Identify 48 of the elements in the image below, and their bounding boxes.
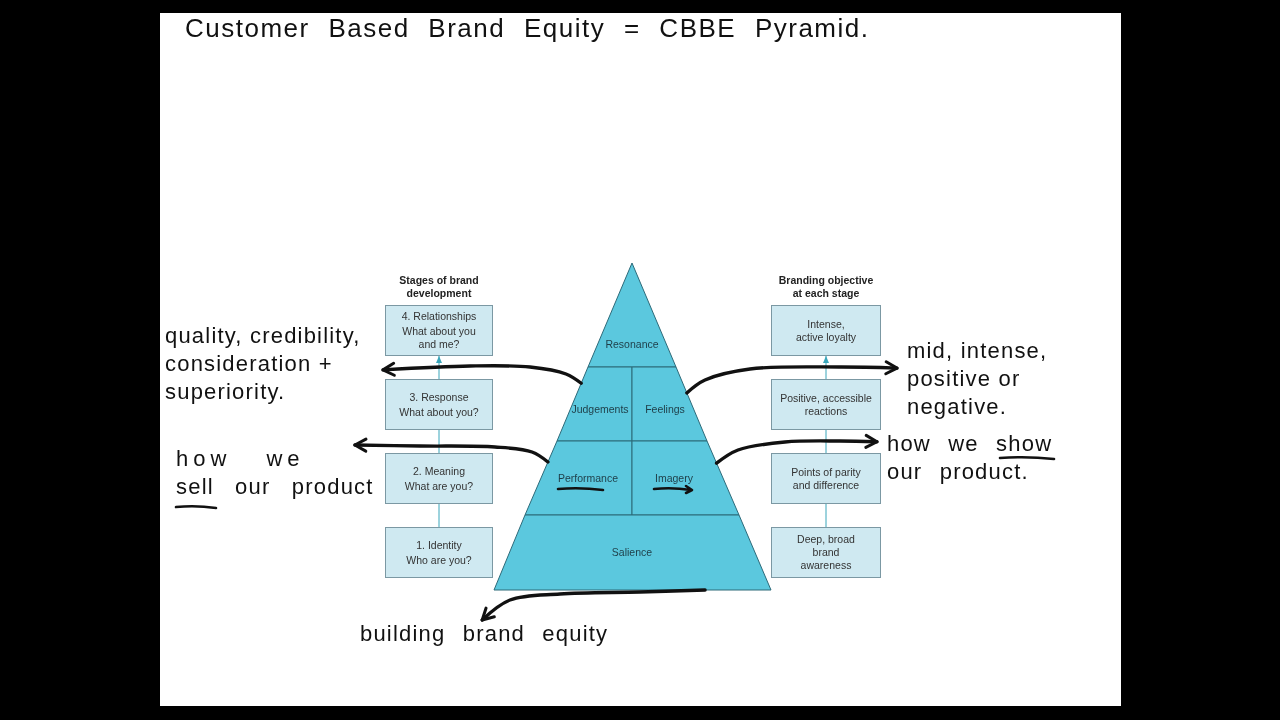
pyramid-section [632,367,707,441]
stage-question: What are you? [403,479,475,493]
objective-box [771,379,881,430]
column-heading: Branding objective at each stage [777,274,875,300]
handwritten-note: building brand equity [360,620,620,648]
arrow [714,433,879,465]
stage-question: What about you and me? [401,325,477,351]
stage-title: 1. Identity [415,538,463,552]
handwritten-title: Customer Based Brand Equity = CBBE Pyramid. [185,12,870,44]
stage-title: 4. Relationships [400,310,478,323]
level-label: Judgements [571,402,629,416]
connector-line [825,503,827,528]
objective-text: Positive, accessible reactions [779,391,873,418]
objective-box [771,453,881,504]
objective-box [771,527,881,578]
objective-box [771,305,881,356]
level-label: Salience [611,545,653,559]
stage-title: 2. Meaning [412,464,466,478]
handwritten-note: how we sell our product [176,445,384,501]
connector-line [438,503,440,528]
arrow [823,355,829,380]
pyramid-section [588,263,676,367]
handwritten-note: how we show our product. [877,430,1084,486]
objective-text: Points of parity and difference [790,465,862,492]
stage-question: What about you? [398,405,480,419]
level-label: Feelings [645,402,685,416]
connector-line [438,429,440,454]
arrow [480,588,707,622]
handwritten-note: quality, credibility, consideration + superiority. [165,322,383,406]
level-label: Resonance [605,337,659,351]
connector-line [825,429,827,454]
stage-box [385,379,493,430]
stage-question: Who are you? [405,553,473,567]
level-label: Imagery [655,471,693,485]
objective-text: Deep, broad brand awareness [796,533,856,572]
stage-box [385,305,493,356]
level-label: Performance [557,471,619,485]
stage-box [385,527,493,578]
stage-title: 3. Response [408,390,470,404]
arrow [353,437,550,464]
arrow [381,361,583,385]
arrow [436,355,442,380]
handwritten-note: mid, intense, positive or negative. [897,337,1079,421]
pyramid-section [557,367,632,441]
column-heading: Stages of brand development [398,274,480,300]
stage-box [385,453,493,504]
objective-text: Intense, active loyalty [794,317,858,344]
arrow [685,360,899,395]
